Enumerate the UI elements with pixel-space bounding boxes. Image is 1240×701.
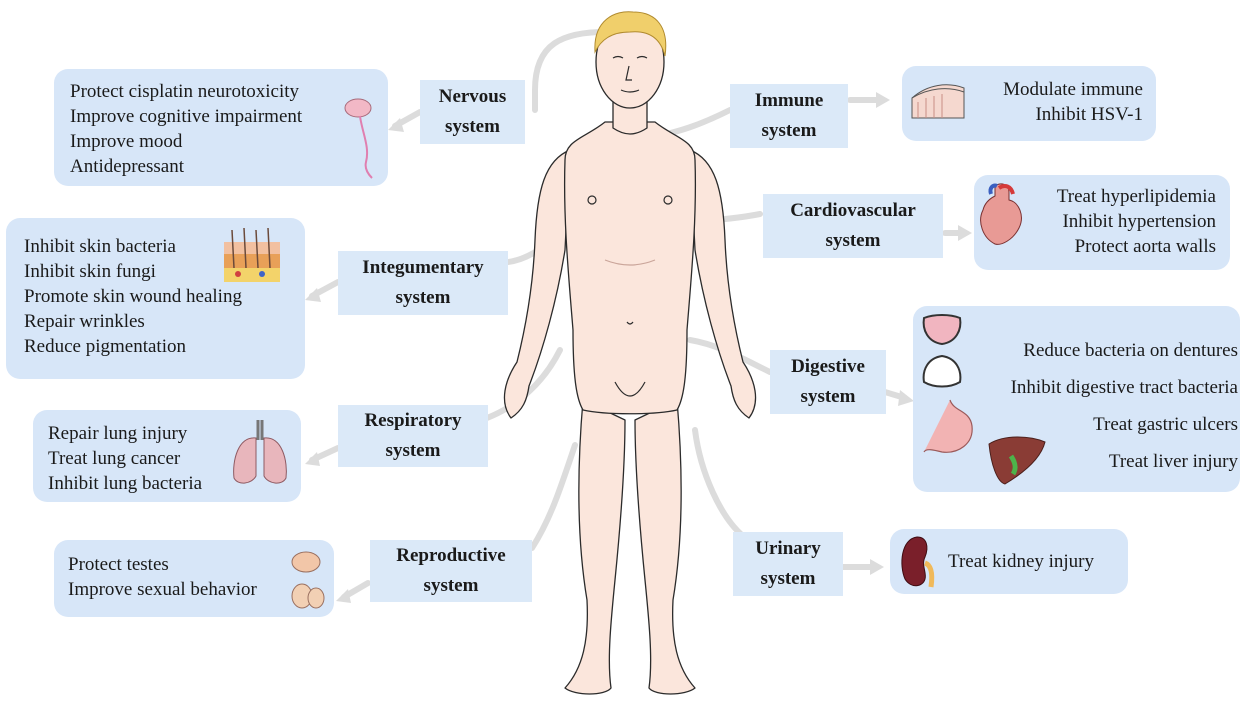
nervous-effect: Protect cisplatin neurotoxicity [70,79,302,104]
kidney-icon [897,535,937,591]
respiratory-effect: Inhibit lung bacteria [48,471,202,496]
integumentary-effect: Inhibit skin fungi [24,259,242,284]
arrowhead-immune [876,92,890,108]
digestive-effect: Treat gastric ulcers [960,406,1238,443]
respiratory-effect: Treat lung cancer [48,446,202,471]
reproductive-effect: Improve sexual behavior [68,577,257,602]
cardiovascular-effect: Treat hyperlipidemia [1030,184,1216,209]
reproductive-effects-list: Protect testes Improve sexual behavior [68,552,257,602]
torso [565,122,696,414]
testes-icon [288,546,328,616]
respiratory-effects-list: Repair lung injury Treat lung cancer Inh… [48,421,202,496]
urinary-system-label: Urinary system [733,532,843,596]
respiratory-effect: Repair lung injury [48,421,202,446]
integumentary-system-label: Integumentary system [338,251,508,315]
nervous-effect: Antidepressant [70,154,302,179]
arrowhead-urinary [870,559,884,575]
brain-icon [340,92,380,182]
cardiovascular-effect: Protect aorta walls [1030,234,1216,259]
right-arm [690,150,756,418]
immune-tissue-icon [908,78,968,124]
lungs-icon [228,416,292,488]
nervous-effect: Improve cognitive impairment [70,104,302,129]
immune-effect: Modulate immune [960,77,1143,102]
nervous-effect: Improve mood [70,129,302,154]
urinary-effects-list: Treat kidney injury [948,549,1094,574]
digestive-effect: Inhibit digestive tract bacteria [960,369,1238,406]
dentures-icon [920,312,964,390]
immune-effects-list: Modulate immune Inhibit HSV-1 [960,77,1143,127]
immune-effect: Inhibit HSV-1 [960,102,1143,127]
integumentary-effect: Inhibit skin bacteria [24,234,242,259]
nervous-effects-list: Protect cisplatin neurotoxicity Improve … [70,79,302,179]
integumentary-effects-list: Inhibit skin bacteria Inhibit skin fungi… [24,234,242,359]
digestive-system-label: Digestive system [770,350,886,414]
respiratory-system-label: Respiratory system [338,405,488,467]
digestive-effect: Treat liver injury [960,443,1238,480]
digestive-effect: Reduce bacteria on dentures [960,332,1238,369]
integumentary-effect: Repair wrinkles [24,309,242,334]
heart-icon [975,182,1027,248]
integumentary-effect: Promote skin wound healing [24,284,242,309]
reproductive-system-label: Reproductive system [370,540,532,602]
immune-system-label: Immune system [730,84,848,148]
nervous-system-label: Nervous system [420,80,525,144]
arrowhead-digestive [898,390,914,406]
cardiovascular-effect: Inhibit hypertension [1030,209,1216,234]
cardiovascular-effects-list: Treat hyperlipidemia Inhibit hypertensio… [1030,184,1216,259]
cardiovascular-system-label: Cardiovascular system [763,194,943,258]
left-arm [504,150,570,418]
right-leg [635,400,695,694]
digestive-effects-list: Reduce bacteria on dentures Inhibit dige… [960,332,1238,480]
urinary-effect: Treat kidney injury [948,549,1094,574]
left-leg [565,400,625,694]
integumentary-effect: Reduce pigmentation [24,334,242,359]
skin-layers-icon [222,228,284,284]
arrowhead-cardio [958,225,972,241]
reproductive-effect: Protect testes [68,552,257,577]
